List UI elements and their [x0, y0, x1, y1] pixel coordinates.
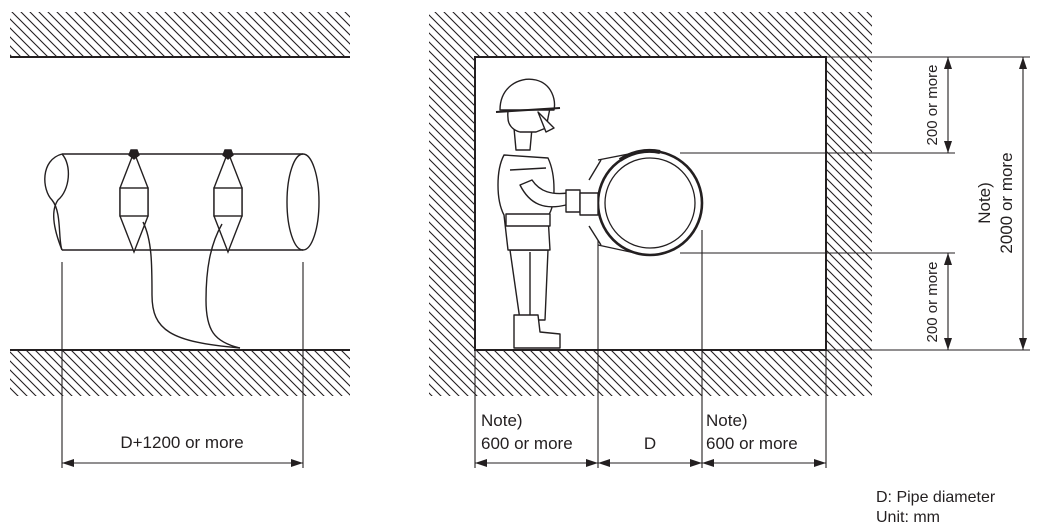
horizontal-dimensions	[474, 230, 827, 468]
pipe	[44, 153, 320, 251]
ceiling-hatch	[10, 12, 350, 58]
vertical-dimensions	[680, 56, 1030, 351]
right-note-label: Note)	[706, 411, 748, 430]
pipe-section	[596, 148, 704, 257]
legend-unit: Unit: mm	[876, 509, 940, 526]
right-panel: 200 or more 200 or more Note) 2000 or mo…	[429, 12, 1030, 468]
left-note-label: Note)	[481, 411, 523, 430]
pipe-diameter-label: D	[644, 434, 656, 453]
height-note-label: Note)	[975, 182, 994, 224]
left-clearance-label: 600 or more	[481, 434, 573, 453]
legend-pipe-diameter: D: Pipe diameter	[876, 489, 996, 506]
height-clearance-label: 2000 or more	[997, 152, 1016, 253]
sensor-right	[213, 149, 243, 254]
top-clearance-label: 200 or more	[924, 65, 941, 146]
sensor-cables	[142, 221, 241, 349]
left-dimension	[61, 262, 304, 468]
right-clearance-label: 600 or more	[706, 434, 798, 453]
pit-walls	[429, 12, 872, 396]
left-panel: D+1200 or more	[10, 12, 350, 468]
floor-hatch	[10, 349, 350, 396]
legend: D: Pipe diameter Unit: mm	[876, 489, 996, 526]
worker-figure	[495, 78, 602, 349]
left-dim-label: D+1200 or more	[120, 433, 243, 452]
sensor-left	[119, 149, 149, 254]
bottom-clearance-label: 200 or more	[924, 262, 941, 343]
